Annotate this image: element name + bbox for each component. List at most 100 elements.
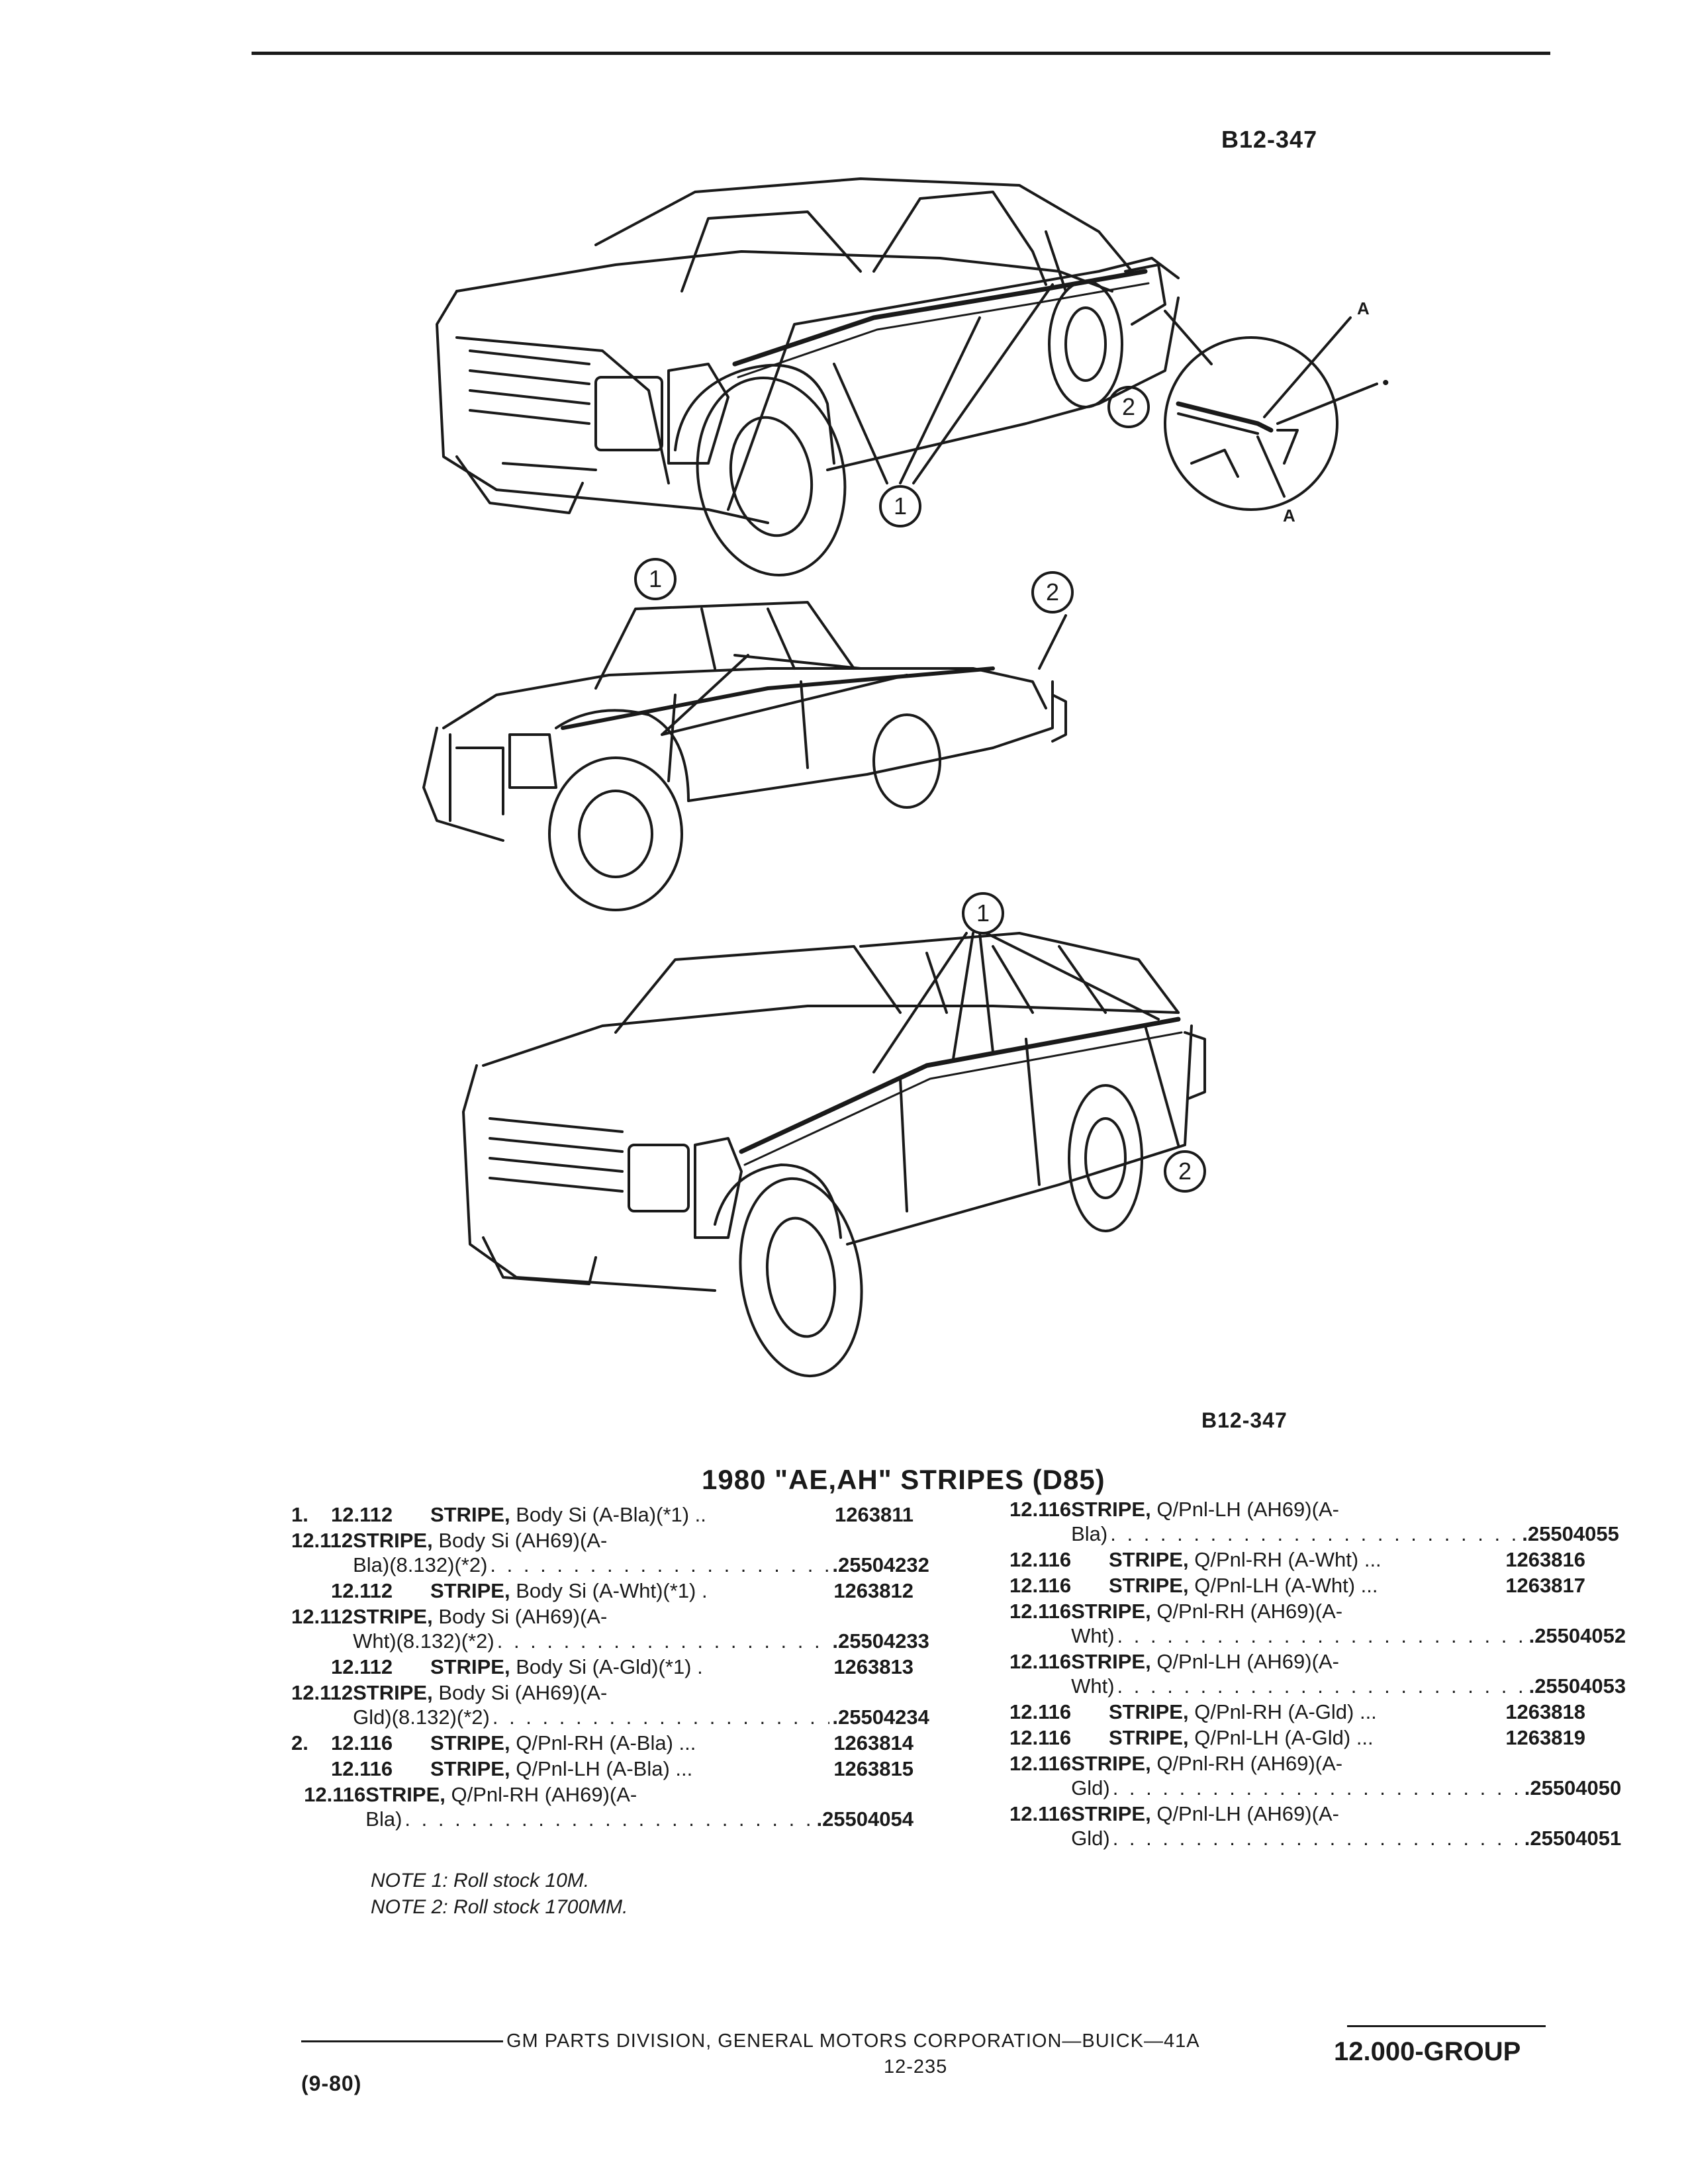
part-description: STRIPE, Q/Pnl-LH (A-Gld) ...1263819 bbox=[1109, 1725, 1585, 1750]
part-description: STRIPE, Body Si (AH69)(A-Gld)(8.132)(*2)… bbox=[353, 1680, 929, 1729]
part-description: STRIPE, Q/Pnl-RH (A-Bla) ...1263814 bbox=[430, 1731, 914, 1755]
dot-leader: . . . . . . . . . . . . . . . . . . . . … bbox=[404, 1807, 814, 1831]
description-text: Q/Pnl-LH (A-Wht) ... bbox=[1194, 1574, 1378, 1597]
part-number: .25504234 bbox=[832, 1706, 929, 1729]
dot-leader: . . . . . . . . . . . . . . . . . . . . … bbox=[496, 1629, 830, 1653]
callout-2-top: 2 bbox=[1122, 393, 1135, 420]
note-1: NOTE 1: Roll stock 10M. bbox=[371, 1870, 590, 1891]
description-text: Body Si (A-Bla)(*1) .. bbox=[516, 1503, 706, 1526]
description-text: Q/Pnl-RH (AH69)(A- bbox=[1156, 1600, 1343, 1623]
part-description: STRIPE, Q/Pnl-LH (AH69)(A-Gld). . . . . … bbox=[1071, 1801, 1621, 1850]
footer-date: (9-80) bbox=[301, 2071, 362, 2095]
dot-leader: . . . . . . . . . . . . . . . . . . . . … bbox=[1117, 1674, 1526, 1698]
part-description: STRIPE, Q/Pnl-LH (A-Bla) ...1263815 bbox=[430, 1756, 914, 1781]
description-text: Body Si (AH69)(A- bbox=[438, 1681, 608, 1704]
part-description: STRIPE, Q/Pnl-RH (AH69)(A-Bla). . . . . … bbox=[365, 1782, 914, 1831]
group-number: 12.116 bbox=[1009, 1600, 1072, 1623]
group-number: 12.116 bbox=[1009, 1650, 1072, 1673]
detail-label-a-top: A bbox=[1357, 298, 1370, 318]
dot-leader: . . . . . . . . . . . . . . . . . . . . … bbox=[1112, 1776, 1522, 1799]
description-text: Gld)(8.132)(*2) bbox=[353, 1706, 490, 1729]
part-name: STRIPE, bbox=[1071, 1752, 1151, 1775]
part-description: STRIPE, Q/Pnl-LH (A-Wht) ...1263817 bbox=[1109, 1573, 1585, 1598]
part-name: STRIPE, bbox=[430, 1579, 510, 1602]
group-number: 12.116 bbox=[1009, 1700, 1072, 1723]
dot-leader: . . . . . . . . . . . . . . . . . . . . … bbox=[1112, 1827, 1522, 1850]
part-number: 1263814 bbox=[833, 1731, 914, 1754]
part-number: 1263819 bbox=[1505, 1726, 1585, 1749]
part-number: 1263812 bbox=[833, 1579, 914, 1602]
part-name: STRIPE, bbox=[365, 1783, 445, 1806]
description-text: Q/Pnl-LH (A-Gld) ... bbox=[1194, 1726, 1374, 1749]
top-rule bbox=[252, 52, 1550, 55]
part-number: .25504233 bbox=[832, 1629, 929, 1653]
part-row: 12.116 STRIPE, Q/Pnl-LH (A-Bla) ...126381… bbox=[291, 1756, 914, 1781]
description-text: Q/Pnl-LH (AH69)(A- bbox=[1156, 1498, 1339, 1521]
part-description: STRIPE, Q/Pnl-RH (A-Wht) ... 1263816 bbox=[1109, 1547, 1585, 1572]
dot-leader: . . . . . . . . . . . . . . . . . . . . … bbox=[492, 1706, 830, 1729]
group-number: 12.116 bbox=[331, 1757, 393, 1780]
part-description: STRIPE, Body Si (A-Bla)(*1) ..1263811 bbox=[430, 1502, 914, 1527]
item-number: 1. bbox=[291, 1503, 308, 1526]
description-text: Q/Pnl-LH (AH69)(A- bbox=[1156, 1802, 1339, 1825]
footer-corporation: GM PARTS DIVISION, GENERAL MOTORS CORPOR… bbox=[506, 2030, 1200, 2052]
callout-2-bottom: 2 bbox=[1178, 1158, 1192, 1185]
dot-leader: . . . . . . . . . . . . . . . . . . . . … bbox=[1117, 1624, 1526, 1647]
description-text: Q/Pnl-RH (A-Wht) ... bbox=[1194, 1548, 1382, 1571]
part-description: STRIPE, Body Si (A-Gld)(*1) .1263813 bbox=[430, 1655, 914, 1679]
description-text: Bla) bbox=[365, 1807, 402, 1831]
description-text: Body Si (A-Wht)(*1) . bbox=[516, 1579, 708, 1602]
part-row: 12.116 STRIPE, Q/Pnl-RH (A-Gld) ...126381… bbox=[1009, 1700, 1585, 1724]
car-wagon-illustration bbox=[462, 892, 1206, 1378]
figure-code-bottom: B12-347 bbox=[1201, 1408, 1288, 1432]
footer-group: 12.000-GROUP bbox=[1334, 2037, 1521, 2066]
description-text: Wht) bbox=[1071, 1624, 1115, 1647]
part-description: STRIPE, Q/Pnl-RH (AH69)(A-Gld). . . . . … bbox=[1071, 1751, 1621, 1800]
part-description: STRIPE, Q/Pnl-LH (AH69)(A-Bla). . . . . … bbox=[1071, 1497, 1619, 1546]
part-name: STRIPE, bbox=[1109, 1548, 1189, 1571]
description-text: Q/Pnl-RH (AH69)(A- bbox=[1156, 1752, 1343, 1775]
group-number: 12.112 bbox=[331, 1503, 393, 1526]
group-number: 12.116 bbox=[1009, 1726, 1072, 1749]
description-text: Body Si (AH69)(A- bbox=[438, 1605, 608, 1628]
part-number: 1263813 bbox=[833, 1655, 914, 1678]
group-number: 12.116 bbox=[331, 1731, 393, 1754]
item-number: 2. bbox=[291, 1731, 308, 1754]
callout-1-top: 1 bbox=[894, 492, 907, 520]
part-name: STRIPE, bbox=[1071, 1498, 1151, 1521]
car-coupe-illustration bbox=[436, 177, 1378, 576]
part-description: STRIPE, Body Si (AH69)(A-Wht)(8.132)(*2)… bbox=[353, 1604, 929, 1653]
detail-label-a-bottom: A bbox=[1283, 506, 1295, 525]
group-number: 12.112 bbox=[291, 1529, 353, 1552]
footer-rule-left bbox=[301, 2040, 503, 2042]
note-2: NOTE 2: Roll stock 1700MM. bbox=[371, 1896, 628, 1918]
part-description: STRIPE, Body Si (AH69)(A-Bla)(8.132)(*2)… bbox=[353, 1528, 929, 1577]
group-number: 12.112 bbox=[331, 1655, 393, 1678]
part-description: STRIPE, Q/Pnl-RH (A-Gld) ...1263818 bbox=[1109, 1700, 1585, 1724]
part-name: STRIPE, bbox=[430, 1757, 510, 1780]
part-name: STRIPE, bbox=[1071, 1650, 1151, 1673]
part-number: 1263816 bbox=[1505, 1548, 1585, 1571]
part-name: STRIPE, bbox=[430, 1503, 510, 1526]
part-number: 1263817 bbox=[1505, 1574, 1585, 1597]
part-row: 12.112 STRIPE, Body Si (A-Gld)(*1) .12638… bbox=[291, 1655, 914, 1679]
part-name: STRIPE, bbox=[353, 1529, 433, 1552]
part-row: 1. 12.112 STRIPE, Body Si (A-Bla)(*1) ..12… bbox=[291, 1502, 914, 1527]
part-name: STRIPE, bbox=[1071, 1600, 1151, 1623]
group-number: 12.116 bbox=[1009, 1498, 1072, 1521]
callout-2-middle: 2 bbox=[1046, 578, 1059, 606]
callout-1-middle: 1 bbox=[649, 565, 662, 592]
part-number: .25504232 bbox=[832, 1553, 929, 1576]
car-sedan-illustration bbox=[422, 558, 1074, 911]
part-number: 1263815 bbox=[833, 1757, 914, 1780]
part-description: STRIPE, Q/Pnl-RH (AH69)(A- Wht). . . . . … bbox=[1071, 1599, 1626, 1648]
part-number: 1263818 bbox=[1505, 1700, 1585, 1723]
